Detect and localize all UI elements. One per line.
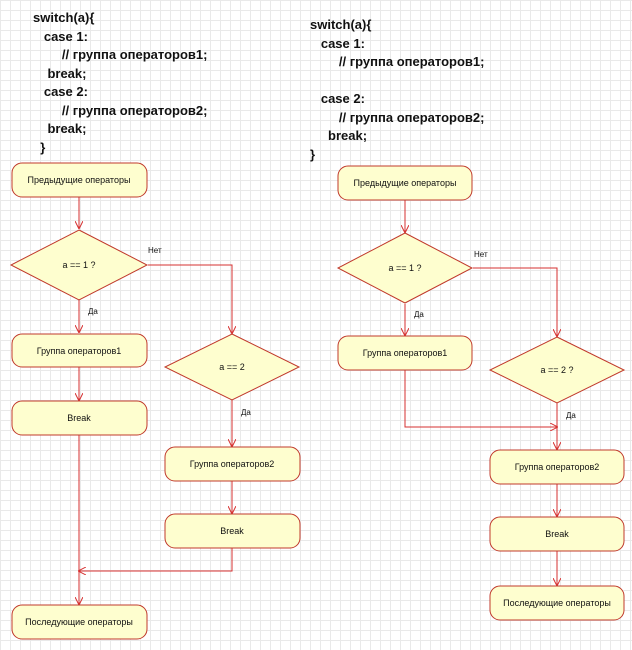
code-line: } [33,139,46,155]
flowchart-right: Предыдущие операторы a == 1 ? Группа опе… [336,165,626,621]
code-line: // группа операторов1; [33,47,208,62]
node-label: Break [67,413,91,423]
edge [473,267,557,336]
decision-a-eq-2: a == 2 ? [488,336,626,404]
node-label: a == 2 ? [540,365,573,375]
node-label: Группа операторов1 [363,348,448,358]
node-label: Break [545,529,569,539]
edge-label-yes: Да [241,408,251,417]
node-label: a == 1 ? [62,260,95,270]
edge-label-yes: Да [566,411,576,420]
code-line: // группа операторов2; [310,109,485,125]
edge [148,264,232,333]
code-listing-left: switch(a){ case 1: // группа операторов1… [33,9,207,157]
code-line: case 1: [33,28,88,44]
decision-a-eq-2: a == 2 [163,333,301,401]
edge-label-no: Нет [474,250,488,259]
node-next-operators: Последующие операторы [11,604,148,640]
edge-label-yes: Да [88,307,98,316]
code-line: switch(a){ [310,17,372,32]
edge [79,548,233,571]
edge-label-yes: Да [414,310,424,319]
code-line: case 2: [33,84,88,99]
node-label: Предыдущие операторы [28,175,131,185]
node-group-1: Группа операторов1 [337,335,473,371]
code-line: // группа операторов1; [310,54,485,69]
code-line: } [310,146,316,162]
node-label: Группа операторов2 [515,462,600,472]
node-label: a == 2 [219,362,245,372]
node-break-2: Break [489,516,625,552]
node-group-2: Группа операторов2 [164,446,301,482]
node-label: Группа операторов1 [37,346,122,356]
code-line: case 1: [310,35,365,51]
node-previous-operators: Предыдущие операторы [337,165,473,201]
code-line: case 2: [310,91,365,106]
code-line: switch(a){ [33,10,95,25]
flowchart-left: Предыдущие операторы a == 1 ? Группа опе… [9,162,301,640]
node-label: Предыдущие операторы [354,178,457,188]
node-group-1: Группа операторов1 [11,333,148,368]
decision-a-eq-1: a == 1 ? [336,232,474,304]
code-line: // группа операторов2; [33,102,208,118]
edge-label-no: Нет [148,246,162,255]
node-label: Группа операторов2 [190,459,275,469]
node-next-operators: Последующие операторы [489,585,625,621]
node-previous-operators: Предыдущие операторы [11,162,148,198]
node-break-2: Break [164,513,301,549]
node-label: a == 1 ? [388,263,421,273]
code-line: break; [310,128,368,143]
node-label: Break [220,526,244,536]
node-label: Последующие операторы [503,598,611,608]
node-break-1: Break [11,400,148,436]
code-line: break; [33,65,87,81]
node-group-2: Группа операторов2 [489,449,625,485]
edge [404,370,557,427]
decision-a-eq-1: a == 1 ? [9,229,149,301]
code-listing-right: switch(a){ case 1: // группа операторов1… [310,16,484,164]
node-label: Последующие операторы [25,617,133,627]
code-line: break; [33,121,87,136]
